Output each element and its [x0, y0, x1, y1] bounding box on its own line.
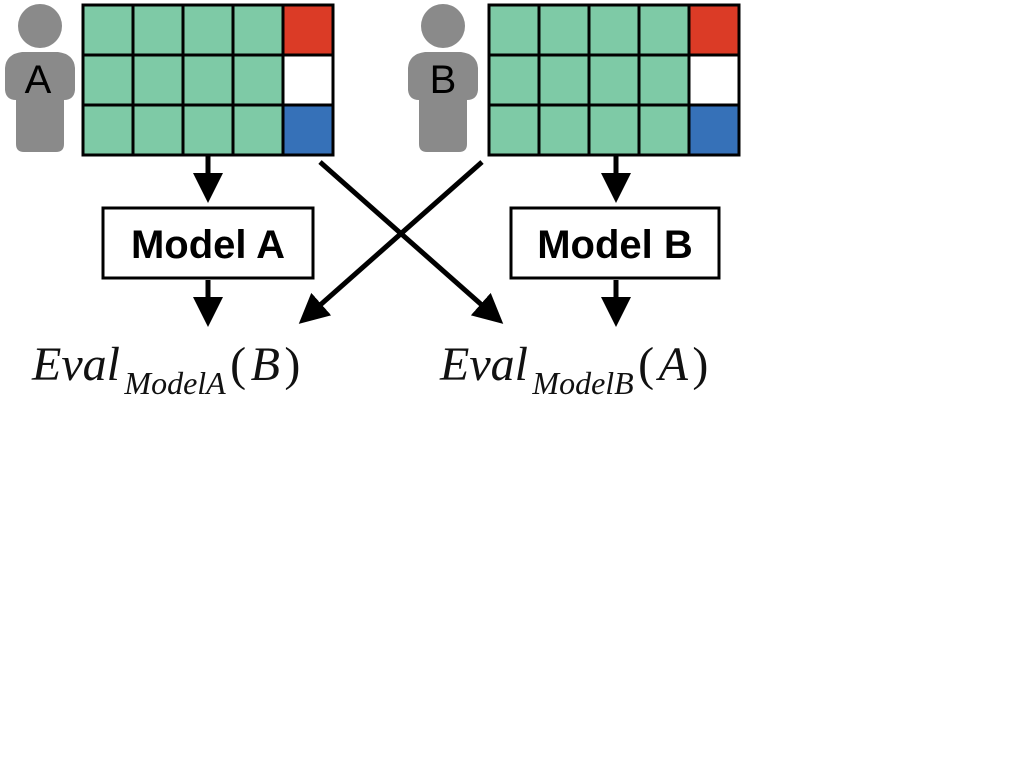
grid-cell-b-r0-c4 — [687, 3, 741, 57]
grid-cell-a-r2-c2 — [181, 103, 235, 157]
grid-cell-b-r0-c3 — [637, 3, 691, 57]
eval-a-arg: B — [251, 338, 280, 391]
grid-cell-a-r1-c0 — [81, 53, 135, 107]
person-icon-b: B — [408, 4, 478, 152]
eval-a-open: ( — [230, 338, 246, 391]
grid-cell-a-r2-c3 — [231, 103, 285, 157]
eval-a-sub: ModelA — [123, 365, 226, 401]
grid-cell-b-r2-c2 — [587, 103, 641, 157]
eval-b-close: ) — [692, 338, 708, 391]
grid-cell-b-r0-c0 — [487, 3, 541, 57]
person-icon-a: A — [5, 4, 75, 152]
eval-b-arg: A — [656, 338, 689, 391]
grid-cell-b-r2-c0 — [487, 103, 541, 157]
grid-cell-b-r2-c4 — [687, 103, 741, 157]
grid-cell-a-r1-c1 — [131, 53, 185, 107]
grid-cell-b-r1-c2 — [587, 53, 641, 107]
model-b-label: Model B — [537, 223, 693, 267]
grid-cell-b-r2-c1 — [537, 103, 591, 157]
data-grid-a — [81, 3, 335, 157]
model-a-label: Model A — [131, 223, 285, 267]
grid-cell-a-r0-c0 — [81, 3, 135, 57]
eval-a-main: Eval — [31, 338, 120, 391]
data-grid-b — [487, 3, 741, 157]
person-label-a: A — [25, 58, 52, 102]
eval-b-sub: ModelB — [531, 365, 633, 401]
arrow-data-b-to-eval-a — [298, 160, 484, 324]
eval-a-close: ) — [284, 338, 300, 391]
grid-cell-a-r1-c3 — [231, 53, 285, 107]
grid-cell-b-r1-c1 — [537, 53, 591, 107]
grid-cell-a-r2-c1 — [131, 103, 185, 157]
grid-cell-a-r1-c2 — [181, 53, 235, 107]
grid-cell-b-r1-c3 — [637, 53, 691, 107]
grid-cell-a-r1-c4 — [281, 53, 335, 107]
model-a-box: Model A — [101, 206, 315, 280]
eval-formula-model-b: Eval ModelB ( A ) — [439, 338, 708, 401]
eval-b-open: ( — [638, 338, 654, 391]
grid-cell-b-r1-c4 — [687, 53, 741, 107]
eval-b-main: Eval — [439, 338, 528, 391]
eval-formula-model-a: Eval ModelA ( B ) — [31, 338, 300, 401]
grid-cell-b-r0-c1 — [537, 3, 591, 57]
grid-cell-b-r2-c3 — [637, 103, 691, 157]
person-label-b: B — [430, 58, 457, 102]
grid-cell-a-r0-c1 — [131, 3, 185, 57]
grid-cell-b-r0-c2 — [587, 3, 641, 57]
grid-cell-a-r0-c2 — [181, 3, 235, 57]
arrow-data-a-to-eval-b — [318, 160, 504, 324]
model-b-box: Model B — [509, 206, 721, 280]
grid-cell-a-r2-c4 — [281, 103, 335, 157]
grid-cell-a-r0-c4 — [281, 3, 335, 57]
grid-cell-b-r1-c0 — [487, 53, 541, 107]
grid-cell-a-r0-c3 — [231, 3, 285, 57]
grid-cell-a-r2-c0 — [81, 103, 135, 157]
